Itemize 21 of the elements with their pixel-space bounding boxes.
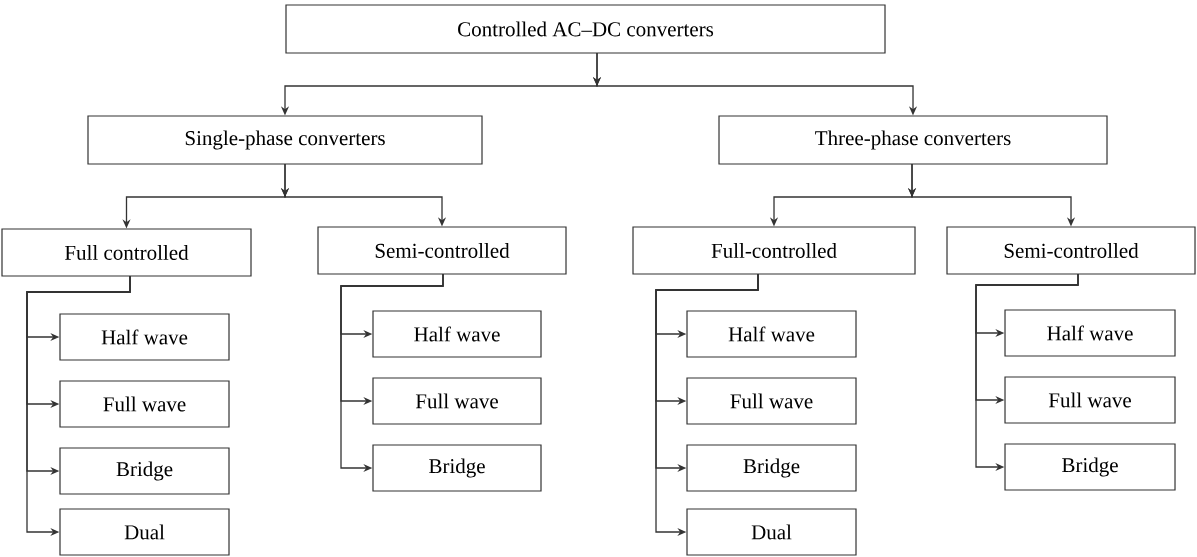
type-box: Dual	[686, 508, 857, 556]
type-box: Full wave	[1004, 376, 1176, 424]
type-box: Half wave	[59, 313, 230, 361]
type-box: Full wave	[686, 377, 857, 425]
type-box: Dual	[59, 508, 230, 556]
type-box: Bridge	[59, 447, 230, 495]
category-box: Single-phase converters	[87, 115, 483, 165]
type-box: Bridge	[686, 444, 857, 492]
category-box: Full controlled	[1, 228, 252, 277]
category-box: Full-controlled	[632, 226, 916, 275]
category-box: Semi-controlled	[946, 226, 1196, 275]
category-box: Three-phase converters	[718, 115, 1108, 165]
type-box: Bridge	[372, 444, 542, 492]
type-box: Half wave	[372, 310, 542, 358]
type-box: Half wave	[1004, 309, 1176, 357]
type-box: Bridge	[1004, 443, 1176, 491]
category-box: Controlled AC–DC converters	[285, 4, 886, 54]
category-box: Semi-controlled	[317, 226, 567, 275]
type-box: Half wave	[686, 310, 857, 358]
type-box: Full wave	[59, 380, 230, 428]
type-box: Full wave	[372, 377, 542, 425]
